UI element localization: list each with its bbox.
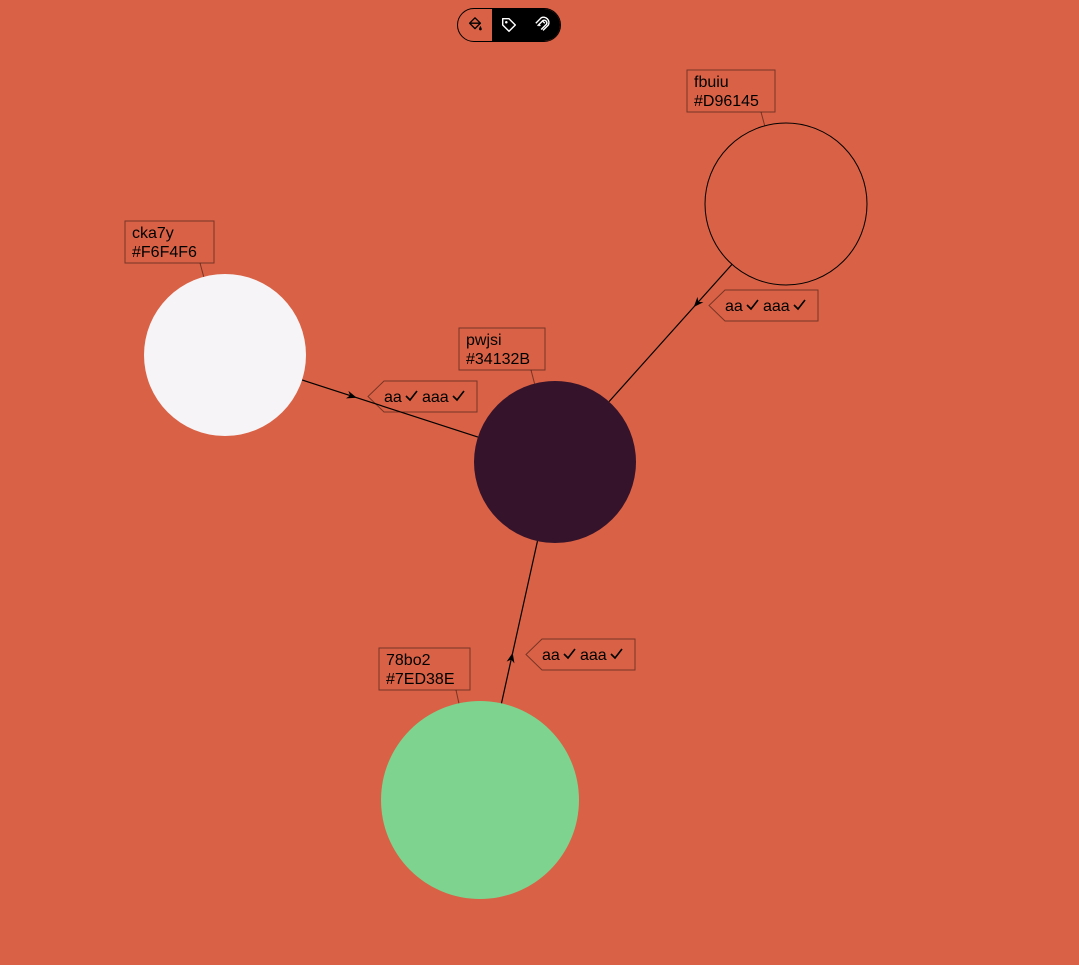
node-label-color: #7ED38E	[386, 671, 455, 688]
paint-bucket-button[interactable]	[458, 9, 492, 41]
node-label-id: pwjsi	[466, 332, 502, 349]
node-label-leader	[199, 262, 205, 277]
paint-bucket-icon	[468, 17, 482, 31]
checkmark-icon	[563, 648, 576, 660]
magnet-button[interactable]	[526, 9, 560, 41]
edge-78bo2-pwjsi[interactable]	[500, 540, 539, 704]
edge-fbuiu-pwjsi[interactable]	[608, 263, 733, 403]
node-label-78bo2[interactable]: 78bo2 #7ED38E	[378, 647, 471, 704]
node-label-id: cka7y	[132, 225, 174, 242]
node-cka7y[interactable]	[144, 274, 306, 436]
node-fbuiu[interactable]	[704, 122, 868, 286]
edge-label-b: aaa	[763, 298, 790, 315]
edge-label-box	[708, 289, 819, 322]
edge-label-a: aa	[542, 647, 560, 664]
checkmark-icon	[793, 299, 806, 311]
checkmark-icon	[610, 648, 623, 660]
node-label-id: fbuiu	[694, 74, 729, 91]
edge-label-box	[525, 638, 636, 671]
node-label-box	[378, 647, 471, 691]
node-label-leader	[760, 111, 766, 126]
node-label-fbuiu[interactable]: fbuiu #D96145	[686, 69, 776, 126]
magnet-icon	[535, 16, 550, 31]
node-label-id: 78bo2	[386, 652, 431, 669]
node-label-color: #F6F4F6	[132, 244, 197, 261]
node-label-cka7y[interactable]: cka7y #F6F4F6	[124, 220, 215, 277]
node-label-box	[458, 327, 546, 371]
checkmark-icon	[452, 390, 465, 402]
node-78bo2[interactable]	[381, 701, 579, 899]
edge-arrowhead	[345, 390, 357, 399]
node-label-color: #D96145	[694, 93, 759, 110]
edge-label-b: aaa	[422, 389, 449, 406]
edge-label-a: aa	[725, 298, 743, 315]
edge-arrowhead	[693, 296, 704, 308]
checkmark-icon	[405, 390, 418, 402]
node-label-pwjsi[interactable]: pwjsi #34132B	[458, 327, 546, 384]
node-label-color: #34132B	[466, 351, 530, 368]
node-label-leader	[455, 689, 460, 704]
node-label-leader	[530, 369, 536, 384]
toolbar	[457, 8, 561, 42]
checkmark-icon	[746, 299, 759, 311]
edge-label-a: aa	[384, 389, 402, 406]
node-label-box	[686, 69, 776, 113]
node-pwjsi[interactable]	[474, 381, 636, 543]
edge-label-box	[367, 380, 478, 413]
edge-cka7y-pwjsi[interactable]	[301, 379, 479, 438]
node-label-box	[124, 220, 215, 264]
edge-label-b: aaa	[580, 647, 607, 664]
tag-icon	[501, 17, 517, 33]
edge-arrowhead	[506, 652, 515, 664]
tag-button[interactable]	[492, 9, 526, 41]
